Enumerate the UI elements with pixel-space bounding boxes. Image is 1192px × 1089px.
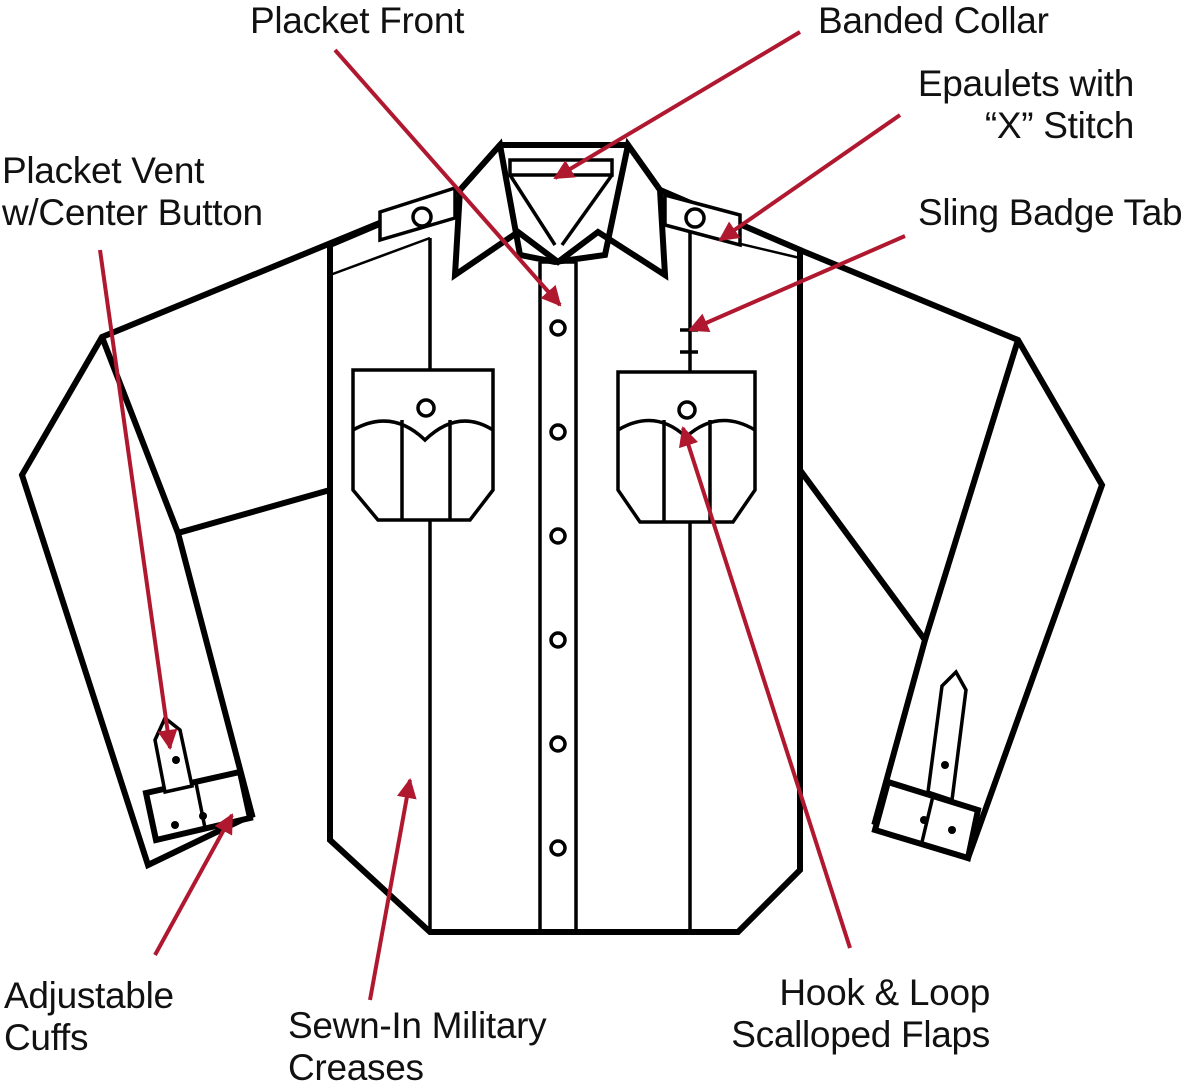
label-epaulets: Epaulets with “X” Stitch (918, 63, 1134, 147)
leader-placket-front (333, 48, 562, 307)
left-sleeve-seam (99, 335, 181, 535)
leader-epaulets (718, 113, 902, 242)
label-adjustable-cuffs-line-1: Adjustable (4, 975, 174, 1016)
front-button-5 (549, 735, 567, 753)
label-scalloped-flaps-line-1: Hook & Loop (779, 972, 990, 1013)
shirt-drawing (18, 137, 1106, 935)
label-banded-collar: Banded Collar (818, 0, 1049, 41)
right-pocket-button (677, 400, 697, 420)
label-military-creases: Sewn-In Military Creases (288, 1005, 547, 1089)
right-cuff (871, 669, 982, 862)
label-epaulets-line-2: “X” Stitch (984, 105, 1134, 146)
label-military-creases-line-2: Creases (288, 1047, 424, 1088)
leader-lines (98, 30, 906, 1001)
label-placket-front: Placket Front (250, 0, 465, 41)
leader-military-creases (368, 778, 417, 1001)
front-button-1 (549, 319, 567, 337)
collar (451, 137, 669, 281)
label-sling-badge-tab: Sling Badge Tab (918, 192, 1183, 233)
front-button-2 (549, 423, 567, 441)
leader-banded-collar (553, 30, 802, 180)
leader-scalloped-flaps (678, 426, 852, 949)
label-placket-vent: Placket Vent w/Center Button (2, 150, 263, 234)
front-button-6 (549, 839, 567, 857)
leader-placket-vent (98, 249, 178, 750)
right-epaulet-button (684, 207, 706, 229)
left-yoke-line (329, 236, 431, 277)
front-button-3 (549, 527, 567, 545)
label-adjustable-cuffs: Adjustable Cuffs (4, 975, 174, 1059)
leader-adjustable-cuffs (153, 813, 234, 956)
right-sleeve-seam (922, 339, 1021, 641)
left-pocket (351, 368, 495, 522)
label-military-creases-line-1: Sewn-In Military (288, 1005, 547, 1046)
label-placket-vent-line-1: Placket Vent (2, 150, 205, 191)
label-adjustable-cuffs-line-2: Cuffs (4, 1017, 89, 1058)
left-pocket-button (416, 398, 436, 418)
right-pocket (616, 370, 757, 524)
collar-fold-left (508, 174, 557, 246)
label-placket-vent-line-2: w/Center Button (2, 192, 263, 233)
label-scalloped-flaps-line-2: Scalloped Flaps (731, 1014, 990, 1055)
front-button-4 (549, 631, 567, 649)
collar-fold-right (560, 173, 614, 247)
label-epaulets-line-1: Epaulets with (917, 63, 1134, 104)
label-scalloped-flaps: Hook & Loop Scalloped Flaps (731, 972, 990, 1056)
left-epaulet-button (411, 206, 433, 228)
leader-sling-badge-tab (688, 234, 906, 332)
